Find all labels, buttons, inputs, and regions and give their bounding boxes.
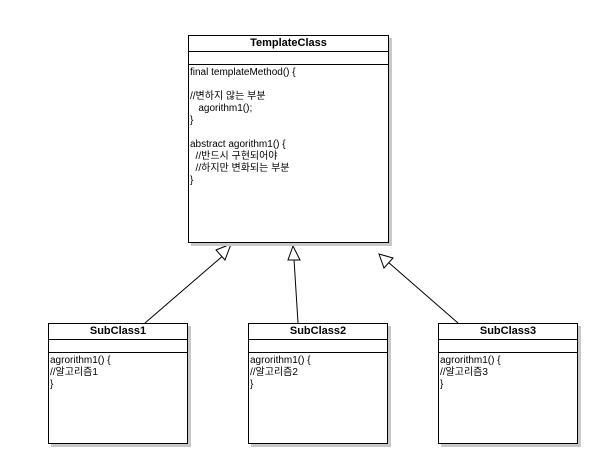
inheritance-line-subclass2 [293, 258, 299, 324]
subclass3-attributes [439, 340, 577, 353]
subclass3-title: SubClass3 [439, 324, 577, 340]
subclass1-title: SubClass1 [49, 324, 187, 340]
subclass2-box[interactable]: SubClass2 agrorithm1() { //알고리즘2 } [248, 323, 388, 444]
method-line: agrorithm1() { [250, 355, 311, 366]
subclass3-box[interactable]: SubClass3 agrorithm1() { //알고리즘3 } [438, 323, 578, 444]
method-line: abstract agorithm1() { [190, 139, 286, 150]
method-line: //알고리즘3 [440, 367, 488, 378]
method-line: } [440, 379, 444, 390]
template-class-box[interactable]: TemplateClass final templateMethod() { /… [188, 35, 389, 243]
subclass2-attributes [249, 340, 387, 353]
subclass2-title: SubClass2 [249, 324, 387, 340]
subclass3-methods: agrorithm1() { //알고리즘3 } [439, 353, 577, 391]
method-line: //알고리즘1 [50, 367, 98, 378]
method-line: //알고리즘2 [250, 367, 298, 378]
method-line: } [250, 379, 254, 390]
inheritance-arrowhead-subclass2 [287, 244, 301, 261]
subclass1-box[interactable]: SubClass1 agrorithm1() { //알고리즘1 } [48, 323, 188, 444]
method-line: } [190, 115, 194, 126]
template-class-title: TemplateClass [189, 36, 388, 52]
method-line: agrorithm1() { [440, 355, 501, 366]
subclass1-attributes [49, 340, 187, 353]
inheritance-arrowhead-subclass3 [378, 253, 394, 269]
template-class-methods: final templateMethod() { //변하지 않는 부분 ago… [189, 65, 388, 187]
method-line: } [190, 175, 194, 186]
inheritance-line-subclass1 [144, 253, 226, 324]
blank-line [190, 79, 387, 91]
method-line: final templateMethod() { [190, 67, 296, 78]
subclass2-methods: agrorithm1() { //알고리즘2 } [249, 353, 387, 391]
method-line: } [50, 379, 54, 390]
inheritance-line-subclass3 [387, 261, 459, 324]
method-line: //변하지 않는 부분 [190, 91, 266, 102]
inheritance-arrowhead-subclass1 [215, 243, 232, 261]
method-line: agorithm1(); [190, 103, 253, 114]
method-line: agrorithm1() { [50, 355, 111, 366]
subclass1-methods: agrorithm1() { //알고리즘1 } [49, 353, 187, 391]
template-class-attributes [189, 52, 388, 65]
blank-line [190, 127, 387, 139]
method-line: //반드시 구현되어야 [190, 151, 278, 162]
method-line: //하지만 변화되는 부분 [190, 163, 290, 174]
